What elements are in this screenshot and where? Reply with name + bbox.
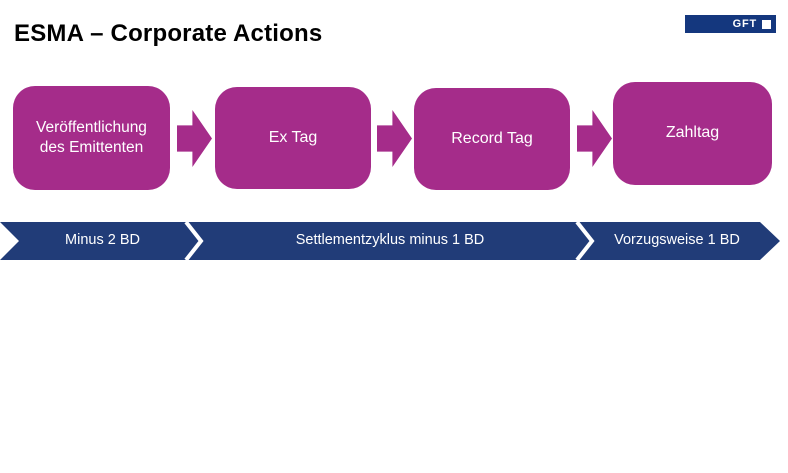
timeline-segment-settlementzyklus: Settlementzyklus minus 1 BD bbox=[295, 232, 485, 248]
arrow-right-icon bbox=[577, 110, 612, 167]
flow-step-record-tag: Record Tag bbox=[414, 88, 570, 190]
arrow-right-icon bbox=[177, 110, 212, 167]
gft-logo: GFT bbox=[685, 15, 776, 33]
timeline-segment-minus-2-bd: Minus 2 BD bbox=[65, 232, 140, 248]
arrow-right-icon bbox=[377, 110, 412, 167]
timeline-band bbox=[0, 221, 780, 261]
gft-square-icon bbox=[762, 19, 771, 29]
timeline-segment-vorzugsweise: Vorzugsweise 1 BD bbox=[614, 232, 740, 248]
slide-title: ESMA – Corporate Actions bbox=[14, 20, 323, 47]
flow-step-veroeffentlichung: Veröffentlichung des Emittenten bbox=[13, 86, 170, 190]
gft-logo-text: GFT bbox=[732, 17, 757, 30]
flow-step-ex-tag: Ex Tag bbox=[215, 87, 371, 189]
chevron-separator-icon bbox=[184, 221, 204, 261]
chevron-separator-icon bbox=[575, 221, 595, 261]
flow-step-zahltag: Zahltag bbox=[613, 82, 772, 185]
